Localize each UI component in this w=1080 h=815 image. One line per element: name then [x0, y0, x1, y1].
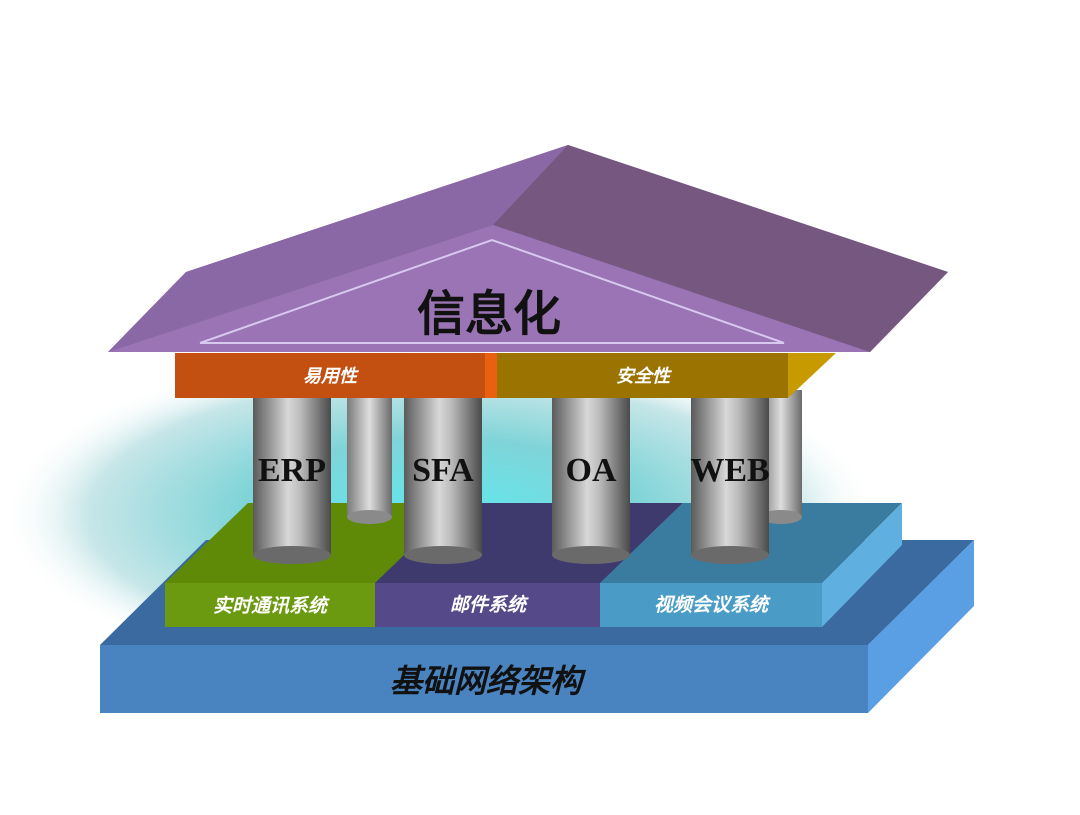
- base-front-face: [100, 645, 868, 713]
- system-label-im: 实时通讯系统: [213, 595, 330, 617]
- pillar-label-erp: ERP: [258, 452, 326, 489]
- pillar-label-sfa: SFA: [412, 452, 474, 489]
- beam-security: 安全性: [497, 353, 836, 398]
- pillar-label-web: WEB: [690, 452, 769, 489]
- roof-left-slope: [108, 145, 568, 352]
- pillar-label-oa: OA: [566, 452, 617, 489]
- pillar-sfa: SFA: [404, 395, 482, 564]
- roof: 信息化: [108, 145, 948, 352]
- roof-pediment: [108, 225, 870, 352]
- roof-pediment-trim: [199, 238, 785, 344]
- system-label-video: 视频会议系统: [654, 594, 771, 616]
- pillar-erp: ERP: [253, 395, 331, 564]
- system-front-im: [165, 583, 375, 627]
- system-label-mail: 邮件系统: [450, 594, 529, 616]
- base-label: 基础网络架构: [390, 662, 587, 700]
- roof-right-slope: [493, 145, 948, 352]
- system-front-video: [600, 583, 822, 627]
- pillar-oa: OA: [552, 395, 630, 564]
- system-side-face: [822, 503, 902, 627]
- pillar-web: WEB: [690, 395, 770, 564]
- back-pillar-left: [347, 395, 392, 524]
- beam-label-security: 安全性: [616, 366, 672, 387]
- roof-title: 信息化: [417, 286, 561, 342]
- beam-label-usability: 易用性: [303, 366, 359, 387]
- beam-usability: 易用性: [175, 353, 497, 398]
- base-side-face: [868, 540, 974, 713]
- system-front-mail: [375, 583, 600, 627]
